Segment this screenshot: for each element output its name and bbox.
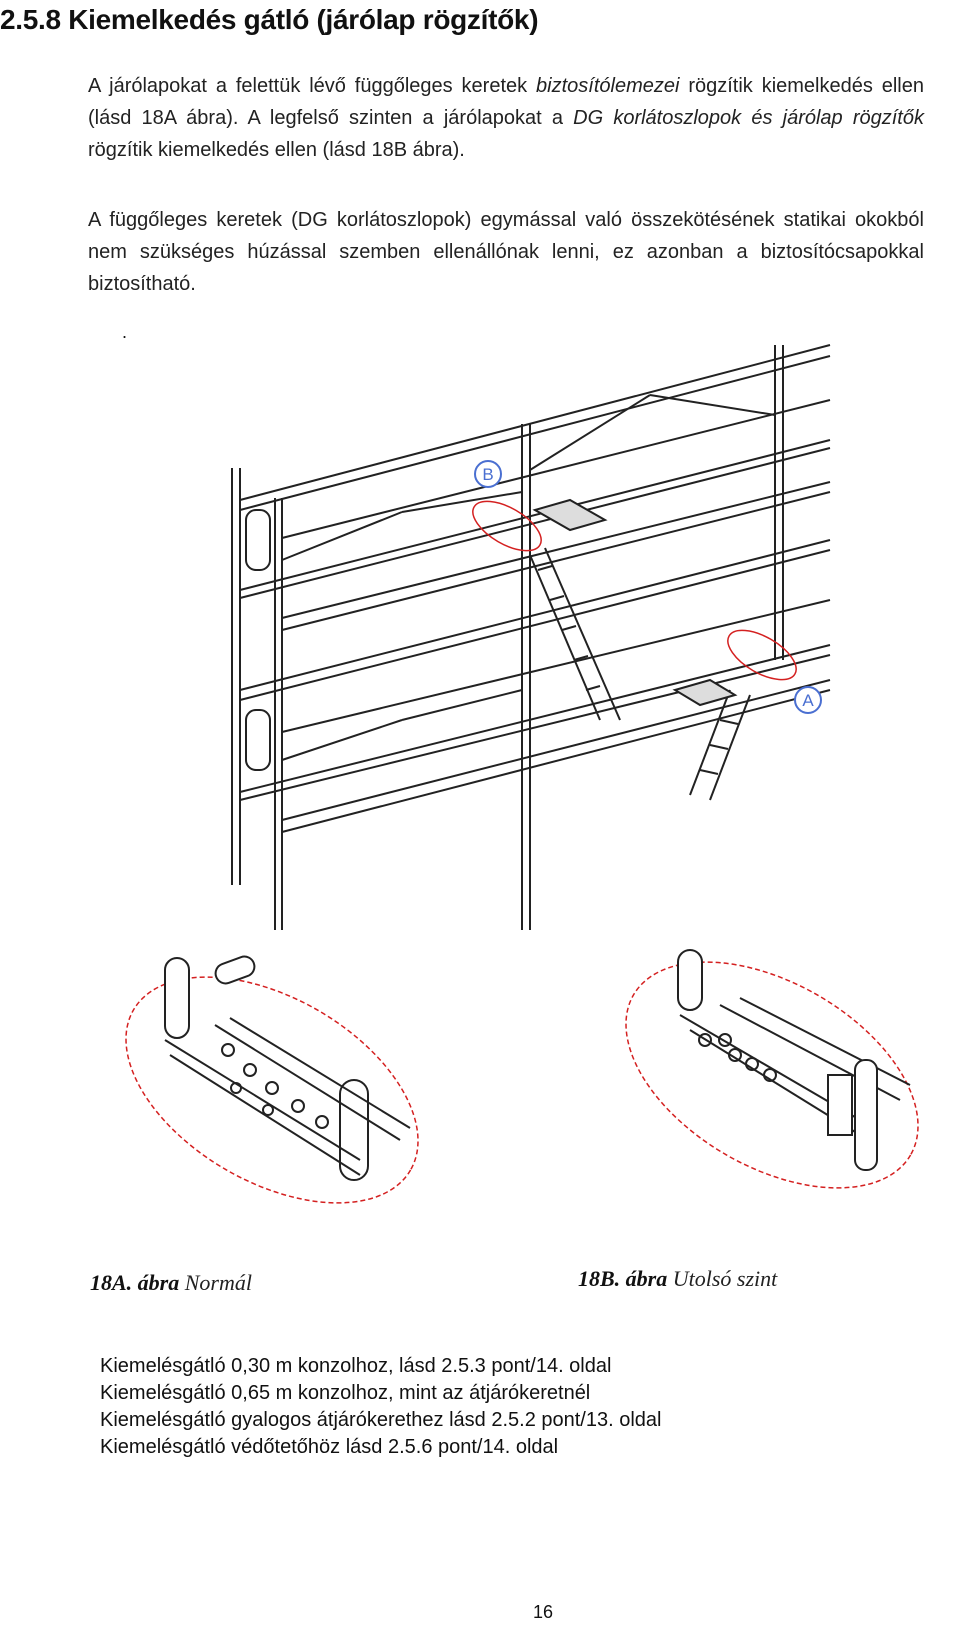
detail-view-a — [125, 955, 419, 1204]
caption-18b-text: Utolsó szint — [667, 1266, 778, 1291]
callout-b: B — [474, 460, 502, 488]
paragraph-1-text-c: rögzítik kiemelkedés ellen (lásd 18B ábr… — [88, 139, 465, 161]
caption-18a: 18A. ábra Normál — [90, 1270, 252, 1296]
callout-a: A — [794, 686, 822, 714]
note-line: Kiemelésgátló 0,30 m konzolhoz, lásd 2.5… — [100, 1355, 612, 1377]
caption-18b: 18B. ábra Utolsó szint — [578, 1266, 777, 1292]
paragraph-1: A járólapokat a felettük lévő függőleges… — [88, 70, 924, 166]
paragraph-1-italic-b: DG korlátoszlopok és járólap rögzítők — [573, 107, 924, 129]
highlight-ellipses — [472, 500, 797, 681]
caption-18b-label: 18B. ábra — [578, 1266, 668, 1291]
paragraph-2: A függőleges keretek (DG korlátoszlopok)… — [88, 209, 924, 295]
note-line: Kiemelésgátló védőtetőhöz lásd 2.5.6 pon… — [100, 1436, 559, 1458]
callout-b-label: B — [482, 465, 493, 484]
scaffold-main-drawing — [231, 344, 831, 930]
caption-18a-label: 18A. ábra — [90, 1270, 180, 1295]
note-line: Kiemelésgátló gyalogos átjárókerethez lá… — [100, 1409, 662, 1431]
callout-a-label: A — [802, 691, 814, 710]
section-heading: 2.5.8 Kiemelkedés gátló (járólap rögzítő… — [0, 4, 539, 35]
note-line: Kiemelésgátló 0,65 m konzolhoz, mint az … — [100, 1382, 591, 1404]
notes-list: Kiemelésgátló 0,30 m konzolhoz, lásd 2.5… — [100, 1353, 661, 1461]
detail-view-b — [625, 949, 919, 1189]
page-number: 16 — [533, 1602, 554, 1622]
paragraph-1-italic-a: biztosítólemezei — [536, 75, 680, 97]
caption-18a-text: Normál — [179, 1270, 252, 1295]
paragraph-1-text-b: rögzítik kiemelkedés ellen (lásd 18A ábr… — [88, 75, 924, 129]
stray-dot: . — [122, 322, 128, 342]
paragraph-1-text-a: A járólapokat a felettük lévő függőleges… — [88, 75, 537, 97]
scaffold-figure: B A — [125, 344, 919, 1204]
